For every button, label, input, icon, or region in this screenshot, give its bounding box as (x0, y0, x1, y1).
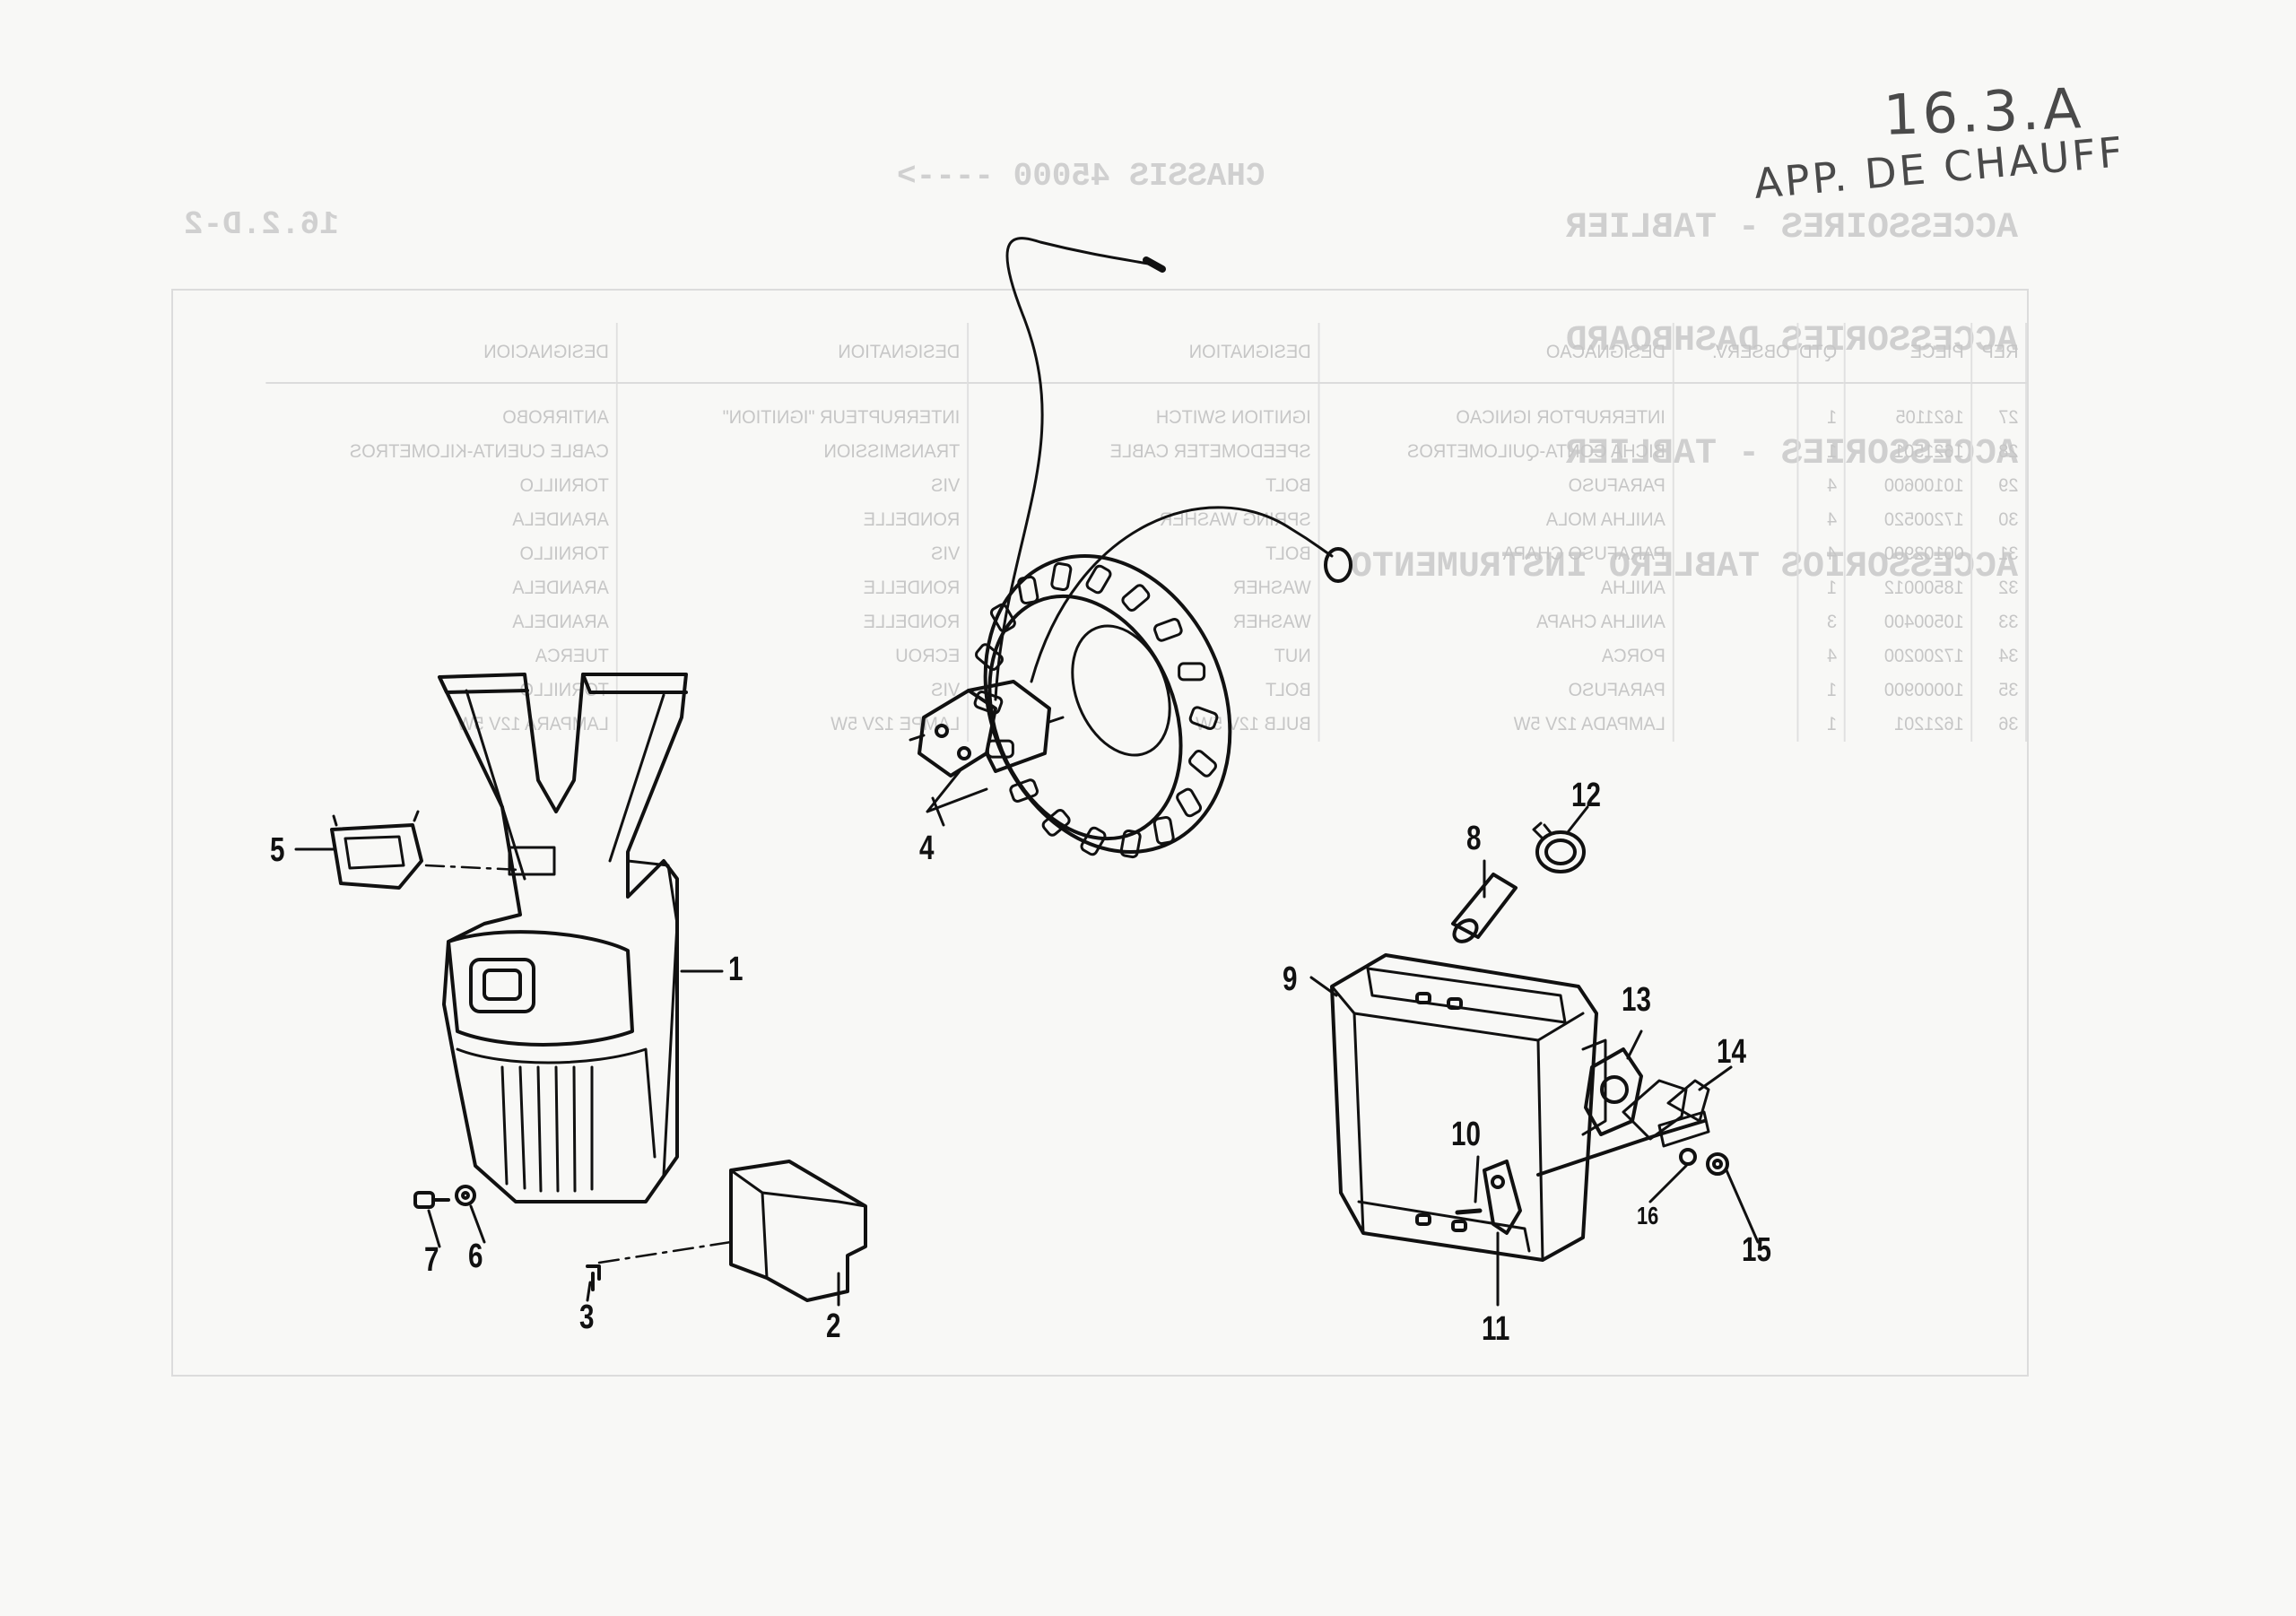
switch-part-5 (330, 810, 522, 890)
rod-part-10-16 (1455, 1110, 1729, 1215)
blower-blade (1188, 750, 1217, 778)
blower-blade (1176, 787, 1203, 818)
callout-1: 1 (728, 951, 744, 988)
blower-blade (973, 690, 1004, 715)
callout-7: 7 (424, 1241, 439, 1279)
gasket-and-bracket-13-14 (1584, 1047, 1710, 1141)
callout-13: 13 (1622, 981, 1651, 1019)
blower-blades (973, 561, 1219, 859)
blower-blade (1121, 584, 1151, 612)
blower-part-4 (909, 237, 1352, 859)
screws-and-washer (413, 1185, 733, 1291)
callout-15: 15 (1742, 1231, 1771, 1269)
hose-clamp-part-12 (1532, 821, 1586, 873)
duct-part-2 (729, 1160, 867, 1302)
callout-3: 3 (579, 1299, 595, 1336)
callout-5: 5 (270, 831, 285, 869)
radiator-part-9 (1330, 953, 1607, 1262)
callout-9: 9 (1283, 960, 1298, 998)
leader-lines (294, 796, 1760, 1307)
blower-blade (1080, 826, 1107, 856)
valve-lever-part-11 (1483, 1160, 1522, 1235)
callout-11: 11 (1482, 1310, 1510, 1348)
callout-6: 6 (468, 1238, 483, 1275)
blower-blade (1050, 561, 1073, 592)
blower-blade (1152, 815, 1175, 846)
blower-blade (1041, 809, 1071, 837)
blower-blade (1085, 564, 1112, 595)
blower-blade (1188, 706, 1219, 731)
callout-2: 2 (826, 1308, 841, 1345)
blower-blade (1119, 829, 1142, 859)
callout-10: 10 (1451, 1116, 1481, 1153)
callout-16: 16 (1637, 1202, 1659, 1229)
blower-blade (989, 603, 1016, 633)
blower-blade (1009, 778, 1039, 803)
blower-blade (1017, 575, 1039, 605)
callout-14: 14 (1717, 1033, 1746, 1071)
callout-4: 4 (919, 830, 935, 867)
callout-8: 8 (1466, 820, 1482, 857)
blower-blade (1153, 618, 1183, 642)
blower-blade (1178, 662, 1206, 682)
hose-part-8 (1451, 873, 1518, 943)
callout-12: 12 (1571, 777, 1601, 814)
heater-housing-part-1 (438, 673, 688, 1203)
